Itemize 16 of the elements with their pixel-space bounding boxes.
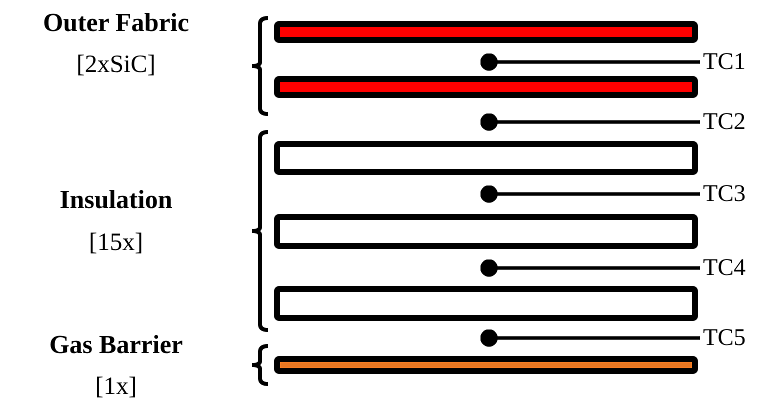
leader-line: [480, 113, 700, 131]
sensor-label: TC4: [703, 256, 746, 280]
layer-count: [15x]: [88, 230, 144, 255]
layer-count: [1x]: [95, 374, 137, 399]
leader-line: [480, 53, 700, 71]
sensor-label: TC3: [703, 182, 746, 206]
sensor-label: TC2: [703, 110, 746, 134]
leader-line: [480, 329, 700, 347]
sensor-label: TC1: [703, 50, 746, 74]
leader-line: [480, 185, 700, 203]
sensor-label: TC5: [703, 326, 746, 350]
leader-line: [480, 259, 700, 277]
layer-count: [2xSiC]: [76, 52, 156, 77]
layer-group-title: Outer Fabric: [42, 10, 190, 36]
layer-group-title: Insulation: [60, 187, 172, 213]
layer-group-title: Gas Barrier: [49, 332, 183, 358]
